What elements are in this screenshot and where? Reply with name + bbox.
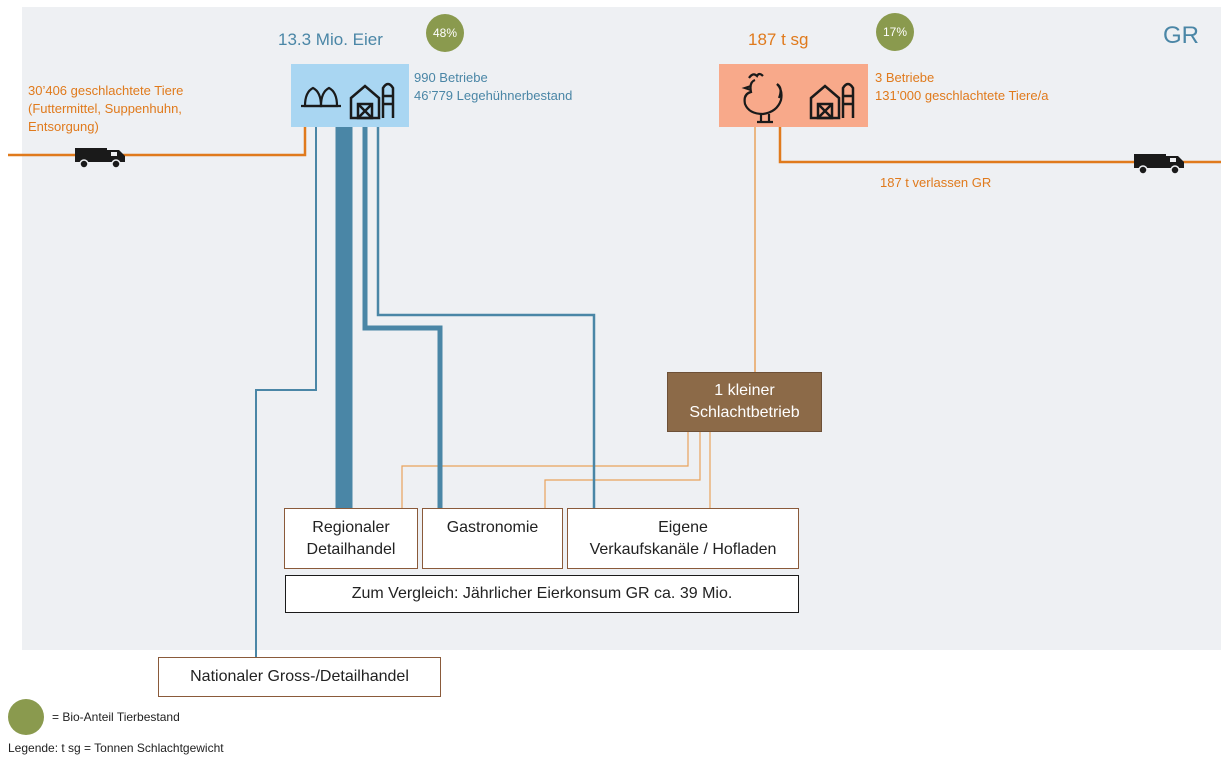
poultry-bio-share: 17% xyxy=(882,25,908,39)
import-label-line3: Entsorgung) xyxy=(28,119,99,134)
egg-bio-share-circle: 48% xyxy=(426,14,464,52)
egg-amount: 13.3 Mio. Eier xyxy=(278,30,383,49)
import-label-line2: (Futtermittel, Suppenhuhn, xyxy=(28,101,182,116)
regional-retail-label: Regionaler Detailhandel xyxy=(306,518,396,558)
rooster-icon xyxy=(741,72,783,124)
truck-icon xyxy=(1134,154,1184,175)
egg-to-national-flow xyxy=(255,127,317,660)
gastronomy-box: Gastronomie xyxy=(422,508,563,569)
comparison-box: Zum Vergleich: Jährlicher Eierkonsum GR … xyxy=(285,575,799,613)
egg-farms: 990 Betriebe xyxy=(414,70,488,85)
poultry-amount: 187 t sg xyxy=(748,30,809,49)
egg-stock: 46’779 Legehühnerbestand xyxy=(414,88,573,103)
import-label: 30’406 geschlachtete Tiere (Futtermittel… xyxy=(28,82,183,136)
slaughterhouse-label: 1 kleiner Schlachtbetrieb xyxy=(689,382,800,421)
tsg-legend-label: Legende: t sg = Tonnen Schlachtgewicht xyxy=(8,741,224,755)
slaughter-to-gastro-flow xyxy=(544,432,701,508)
national-retail-label: Nationaler Gross-/Detailhandel xyxy=(190,668,409,686)
comparison-label: Zum Vergleich: Jährlicher Eierkonsum GR … xyxy=(351,585,733,603)
egg-bio-share: 48% xyxy=(432,26,458,40)
poultry-farms: 3 Betriebe xyxy=(875,70,935,85)
bio-legend-circle xyxy=(8,699,44,735)
own-sales-box: Eigene Verkaufskanäle / Hofladen xyxy=(567,508,799,569)
slaughter-to-regional-flow xyxy=(401,432,689,508)
export-label: 187 t verlassen GR xyxy=(880,175,992,190)
poultry-farm-box xyxy=(719,64,868,127)
poultry-slaughtered: 131’000 geschlachtete Tiere/a xyxy=(875,88,1049,103)
egg-to-gastro-flow xyxy=(362,127,443,508)
truck-icon xyxy=(75,148,125,169)
gastronomy-label: Gastronomie xyxy=(446,519,539,536)
egg-to-own-flow xyxy=(376,127,596,508)
egg-farm-box xyxy=(291,64,409,127)
eggs-icon xyxy=(301,86,341,108)
slaughterhouse-box: 1 kleiner Schlachtbetrieb xyxy=(667,372,822,432)
export-flow xyxy=(778,125,1221,164)
regional-retail-box: Regionaler Detailhandel xyxy=(284,508,418,569)
national-retail-box: Nationaler Gross-/Detailhandel xyxy=(158,657,441,697)
import-label-line1: 30’406 geschlachtete Tiere xyxy=(28,83,184,98)
barn-icon xyxy=(349,82,395,120)
region-code: GR xyxy=(1163,22,1199,49)
barn-icon xyxy=(809,82,855,120)
bio-legend-label: = Bio-Anteil Tierbestand xyxy=(52,710,180,724)
own-sales-label: Eigene Verkaufskanäle / Hofladen xyxy=(589,518,777,558)
poultry-bio-share-circle: 17% xyxy=(876,13,914,51)
